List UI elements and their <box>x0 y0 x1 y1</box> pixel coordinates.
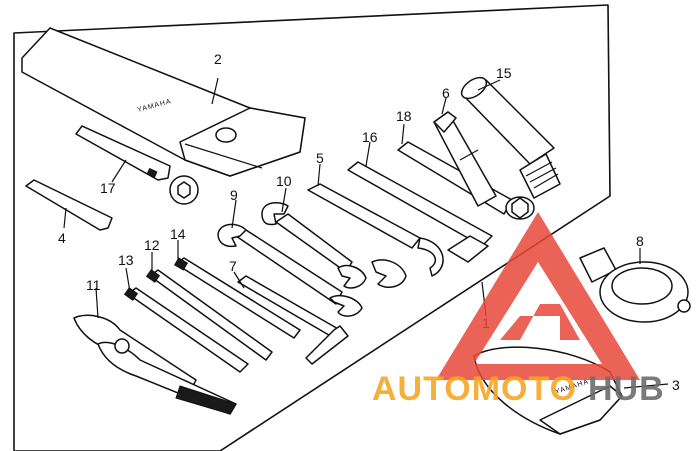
callout-16: 16 <box>362 129 378 145</box>
watermark-text-orange: AUTOMOTO <box>372 370 577 408</box>
callout-9: 9 <box>230 187 238 203</box>
open-end-wrench-10 <box>261 201 367 289</box>
callout-12: 12 <box>144 237 160 253</box>
callout-10: 10 <box>276 173 292 189</box>
ring-spanner <box>75 125 199 205</box>
hex-key <box>237 275 349 365</box>
pliers <box>73 314 237 415</box>
screwdriver-bit-12 <box>145 269 273 361</box>
socket-extension <box>433 111 497 263</box>
screwdriver-13 <box>123 287 249 373</box>
callout-5: 5 <box>316 150 324 166</box>
watermark-logo-triangle <box>436 212 640 380</box>
callout-13: 13 <box>118 252 134 268</box>
callout-6: 6 <box>442 85 450 101</box>
callout-3: 3 <box>672 377 680 393</box>
callout-17: 17 <box>100 180 116 196</box>
callout-18: 18 <box>396 108 412 124</box>
callout-11: 11 <box>86 277 101 293</box>
automotohub-watermark: AUTOMOTO HUB <box>372 212 665 408</box>
spark-plug-socket <box>460 76 561 199</box>
tool-tray-outline <box>13 4 611 451</box>
hook-spanner <box>307 183 444 289</box>
open-end-wrench-9 <box>217 223 363 317</box>
callout-2: 2 <box>214 51 222 67</box>
round-gauge <box>579 247 691 323</box>
watermark-text-gray: HUB <box>588 370 665 408</box>
callout-7: 7 <box>229 258 237 274</box>
callout-4: 4 <box>58 230 66 246</box>
tool-bag: YAMAHA <box>21 27 306 177</box>
callout-15: 15 <box>496 65 512 81</box>
flat-bar-16 <box>347 161 493 247</box>
callout-8: 8 <box>636 233 644 249</box>
flat-blade <box>25 179 113 231</box>
leader-lines <box>63 77 669 389</box>
callout-14: 14 <box>170 226 186 242</box>
